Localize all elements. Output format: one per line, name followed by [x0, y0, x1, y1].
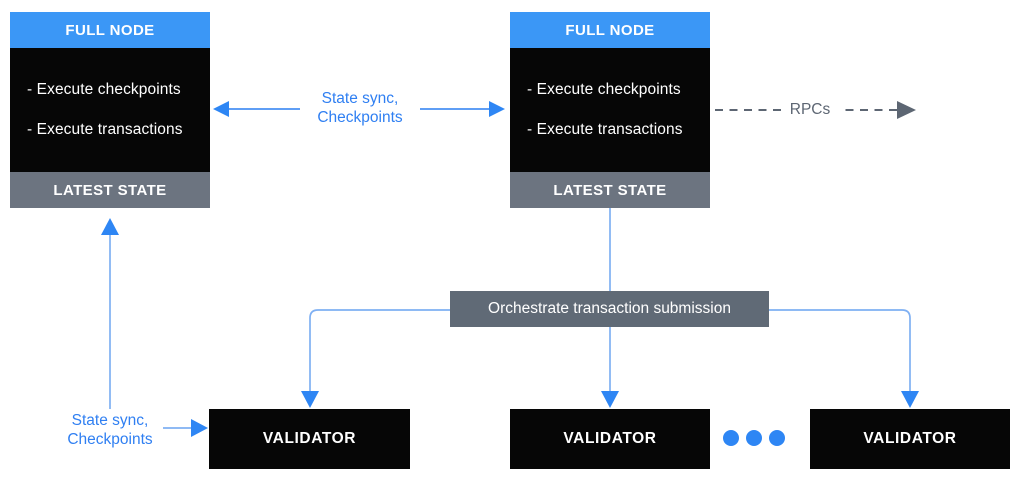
orchestrator-to-validator1-line	[309, 309, 450, 395]
validator2-arrowhead-icon	[601, 391, 619, 408]
full-node-left-item-checkpoints: - Execute checkpoints	[27, 81, 181, 98]
state-sync-bottom-label-line2: Checkpoints	[67, 430, 153, 448]
state-sync-bottom-label: State sync, Checkpoints	[47, 412, 173, 449]
full-node-right-body: - Execute checkpoints - Execute transact…	[510, 48, 710, 172]
full-node-left-title: FULL NODE	[10, 12, 210, 48]
full-node-right-item-transactions: - Execute transactions	[527, 121, 683, 138]
ellipsis-dot-icon	[723, 430, 739, 446]
validator-3-box: VALIDATOR	[810, 409, 1010, 469]
full-node-left-body: - Execute checkpoints - Execute transact…	[10, 48, 210, 172]
validator-1-box: VALIDATOR	[209, 409, 410, 469]
state-sync-arrowhead-left-icon	[213, 101, 229, 117]
validator3-arrowhead-icon	[901, 391, 919, 408]
full-node-right-title: FULL NODE	[510, 12, 710, 48]
state-sync-mid-label: State sync, Checkpoints	[300, 89, 420, 129]
validator1-arrowhead-icon	[301, 391, 319, 408]
rpcs-label: RPCs	[781, 98, 839, 121]
orchestrator-to-validator3-line	[769, 309, 911, 395]
label-to-validator1-arrowhead-icon	[191, 419, 208, 437]
fullnode1-up-arrowhead-icon	[101, 218, 119, 235]
state-sync-mid-label-line2: Checkpoints	[317, 108, 403, 126]
full-node-right-footer: LATEST STATE	[510, 172, 710, 208]
full-node-right-item-checkpoints: - Execute checkpoints	[527, 81, 681, 98]
rpcs-arrowhead-icon	[897, 101, 916, 119]
state-sync-mid-label-line1: State sync,	[321, 90, 399, 107]
full-node-left-item-transactions: - Execute transactions	[27, 121, 183, 138]
state-sync-arrowhead-right-icon	[489, 101, 505, 117]
ellipsis-dot-icon	[746, 430, 762, 446]
orchestrator-box: Orchestrate transaction submission	[450, 291, 769, 327]
validator-2-box: VALIDATOR	[510, 409, 710, 469]
state-sync-bottom-label-line1: State sync,	[71, 412, 149, 429]
full-node-left-footer: LATEST STATE	[10, 172, 210, 208]
full-node-left: FULL NODE - Execute checkpoints - Execut…	[10, 12, 210, 208]
ellipsis-dot-icon	[769, 430, 785, 446]
full-node-right: FULL NODE - Execute checkpoints - Execut…	[510, 12, 710, 208]
